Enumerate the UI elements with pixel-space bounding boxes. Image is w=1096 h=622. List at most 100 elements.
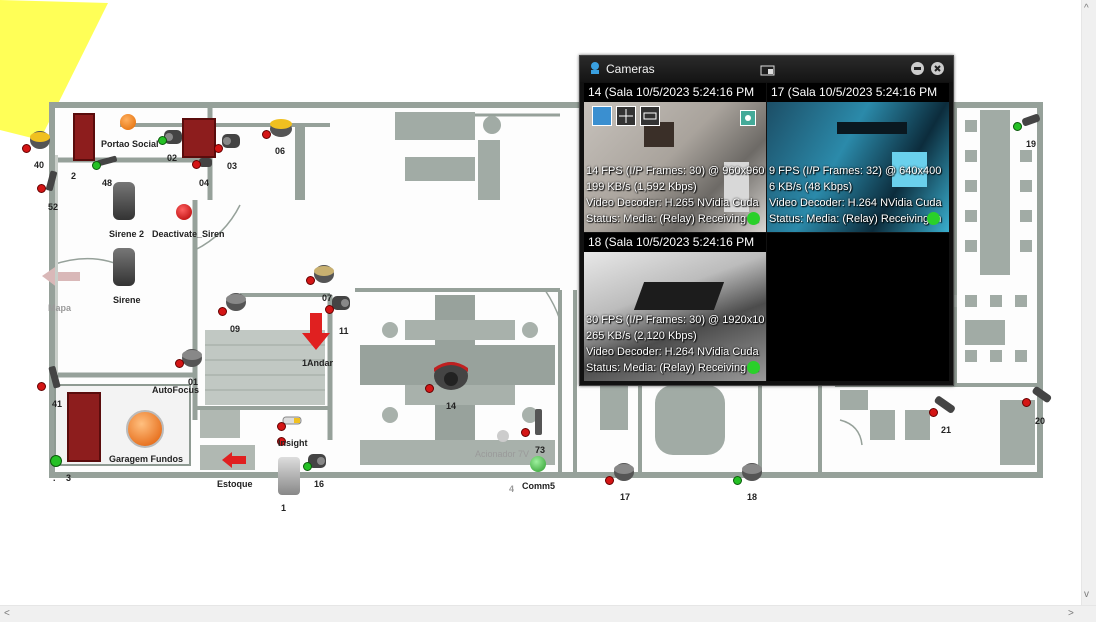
camera-label: 11	[339, 326, 349, 336]
camera-40-icon[interactable]	[28, 128, 50, 150]
horizontal-scrollbar[interactable]: < >	[0, 605, 1096, 622]
status-dot	[1022, 398, 1031, 407]
camera-02-icon[interactable]	[162, 126, 184, 148]
tile-info-decoder: Video Decoder: H.264 NVidia Cuda	[586, 346, 759, 358]
camera-tile-14[interactable]: 14 (Sala 10/5/2023 5:24:16 PM 14 FPS (I/…	[584, 83, 766, 232]
scroll-up-icon[interactable]: ^	[1084, 3, 1089, 14]
label-1: 1	[281, 503, 287, 513]
camera-04-icon[interactable]	[198, 156, 220, 178]
camera-73-icon[interactable]	[532, 408, 554, 435]
camera-21-icon[interactable]	[932, 394, 955, 416]
camera-07-icon[interactable]	[312, 262, 334, 284]
video-object	[644, 122, 674, 147]
status-dot	[37, 382, 46, 391]
vertical-scrollbar[interactable]: ^ v	[1081, 0, 1096, 606]
status-dot	[521, 428, 530, 437]
garagem-label: Garagem Fundos	[109, 454, 184, 464]
comm5-icon[interactable]	[530, 456, 546, 472]
door-02	[182, 118, 216, 158]
video-object	[892, 152, 927, 187]
status-dot	[50, 455, 62, 467]
camera-52-icon[interactable]	[45, 170, 67, 192]
cameras-titlebar[interactable]: Cameras	[580, 56, 953, 82]
camera-label: 20	[1035, 416, 1046, 426]
cameras-window[interactable]: Cameras 14 (Sala 10/5/2023 5:24:16 PM	[579, 55, 954, 386]
status-dot	[22, 144, 31, 153]
tile-toolbar	[592, 106, 660, 126]
camera-01-icon[interactable]	[180, 346, 202, 368]
garagem-fundos-button[interactable]	[126, 410, 164, 448]
siren-icon[interactable]	[113, 248, 135, 286]
estoque-link[interactable]: Estoque	[217, 479, 253, 489]
camera-06-icon[interactable]	[268, 116, 292, 138]
label-dot: .	[53, 473, 56, 483]
acionador-icon[interactable]	[497, 430, 509, 442]
status-dot	[175, 359, 184, 368]
door-garagem	[67, 392, 101, 462]
camera-20-icon[interactable]	[1030, 384, 1052, 406]
camera-window-icon	[588, 61, 602, 75]
scroll-down-icon[interactable]: v	[1084, 589, 1089, 600]
tile-header: 14 (Sala 10/5/2023 5:24:16 PM	[584, 83, 766, 101]
camera-label: 09	[230, 324, 241, 334]
camera-tile-17[interactable]: 17 (Sala 10/5/2023 5:24:16 PM 9 FPS (I/P…	[767, 83, 949, 232]
single-layout-icon[interactable]	[592, 106, 612, 126]
acionador-label: Acionador 7V	[475, 449, 530, 459]
tile-info-rate: 265 KB/s (2,120 Kbps)	[586, 330, 697, 342]
video-object	[633, 282, 725, 310]
status-dot	[214, 144, 223, 153]
video-feed-14[interactable]	[584, 102, 766, 232]
video-feed-17[interactable]	[767, 102, 949, 232]
video-feed-18[interactable]	[584, 252, 766, 381]
scroll-left-icon[interactable]: <	[4, 608, 10, 619]
portao-social-button[interactable]	[120, 114, 136, 130]
deactivate-siren-button[interactable]	[176, 204, 192, 220]
camera-09-icon[interactable]	[224, 290, 246, 312]
status-dot	[277, 437, 286, 446]
status-dot	[158, 136, 167, 145]
andar-link[interactable]: 1Andar	[302, 358, 334, 368]
camera-03-icon[interactable]	[220, 130, 242, 152]
status-dot	[306, 276, 315, 285]
label-2: 2	[71, 171, 77, 181]
scroll-right-icon[interactable]: >	[1068, 608, 1074, 619]
camera-11-icon[interactable]	[330, 292, 352, 314]
device-icon[interactable]	[760, 64, 776, 76]
quad-layout-icon[interactable]	[616, 106, 636, 126]
tile-info-fps: 30 FPS (I/P Frames: 30) @ 1920x10	[586, 314, 765, 326]
empty-camera-tile[interactable]	[767, 233, 949, 381]
camera-label: 06	[275, 146, 286, 156]
status-dot	[92, 161, 101, 170]
camera-label: 16	[314, 479, 325, 489]
camera-18-icon[interactable]	[740, 460, 762, 482]
mapa-link[interactable]: Mapa	[48, 303, 72, 313]
insight-camera-icon[interactable]	[282, 414, 304, 436]
status-dot	[192, 160, 201, 169]
camera-19-icon[interactable]	[1020, 110, 1042, 132]
record-icon[interactable]	[740, 110, 756, 126]
tile-info-decoder: Video Decoder: H.265 NVidia Cuda	[586, 197, 759, 209]
status-dot	[929, 408, 938, 417]
tile-info-decoder: Video Decoder: H.264 NVidia Cuda	[769, 197, 942, 209]
status-dot	[218, 307, 227, 316]
camera-label: 52	[48, 202, 59, 212]
close-icon[interactable]	[931, 62, 944, 75]
camera-17-icon[interactable]	[612, 460, 634, 482]
comm5-label: Comm5	[522, 481, 556, 491]
tile-info-fps: 14 FPS (I/P Frames: 30) @ 960x960	[586, 165, 765, 177]
wide-layout-icon[interactable]	[640, 106, 660, 126]
label-4: 4	[509, 484, 515, 494]
camera-label: 04	[199, 178, 210, 188]
status-dot	[605, 476, 614, 485]
camera-16-icon[interactable]	[306, 450, 328, 472]
siren-2-icon[interactable]	[113, 182, 135, 220]
status-indicator	[927, 212, 940, 225]
device-1-icon[interactable]	[278, 457, 300, 495]
video-object	[837, 122, 907, 134]
minimize-icon[interactable]	[911, 62, 924, 75]
camera-41-icon[interactable]	[48, 365, 70, 389]
camera-label: 73	[535, 445, 546, 455]
camera-tile-18[interactable]: 18 (Sala 10/5/2023 5:24:16 PM 30 FPS (I/…	[584, 233, 766, 381]
camera-14-icon[interactable]	[432, 356, 470, 392]
camera-48-icon[interactable]	[96, 154, 118, 176]
